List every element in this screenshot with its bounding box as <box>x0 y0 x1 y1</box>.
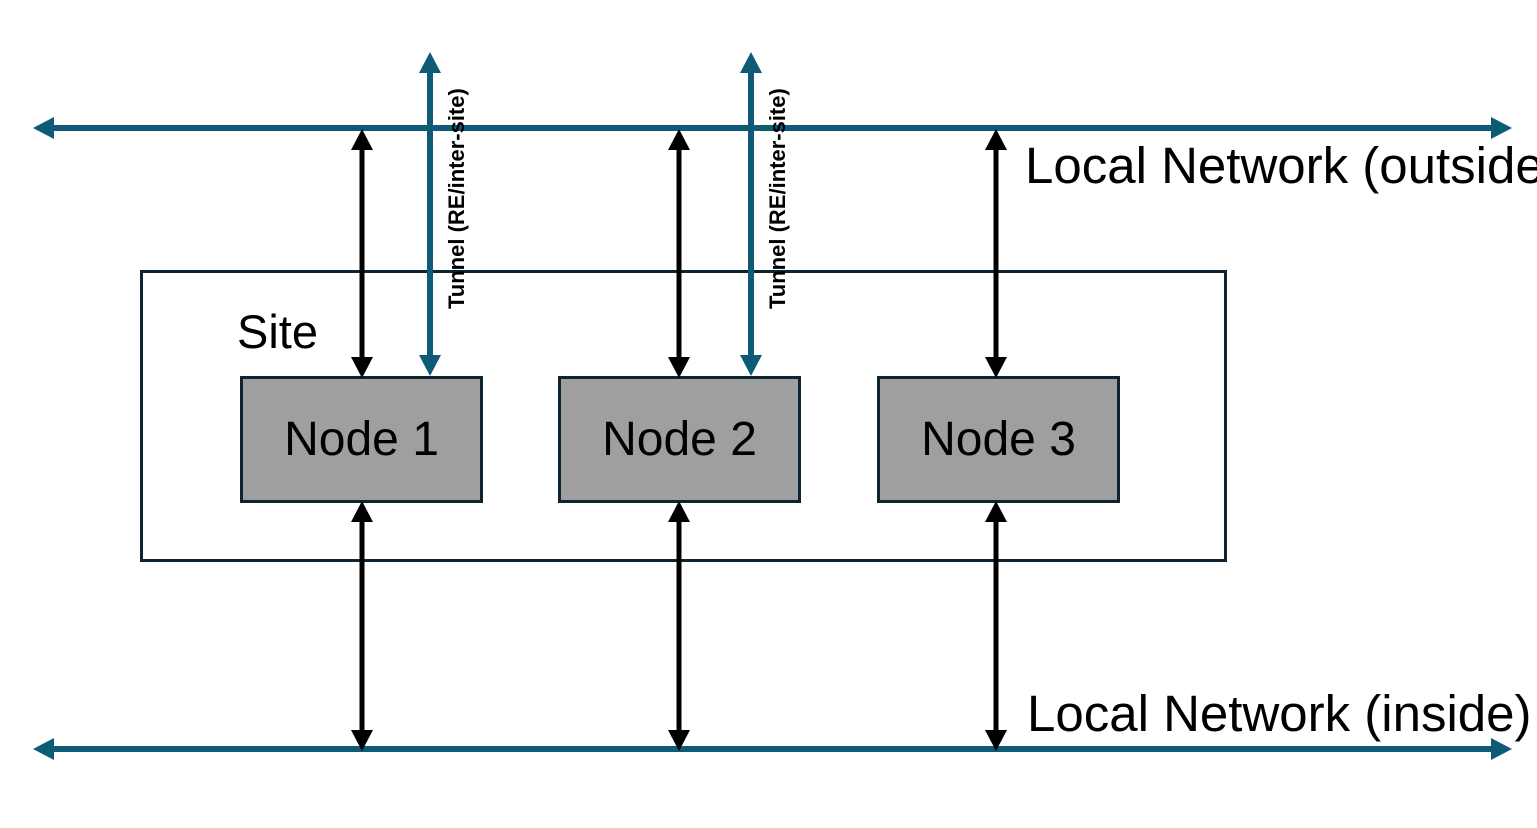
inside-network-line <box>33 737 1512 761</box>
tunnel-label-node-1: Tunnel (RE/inter-site) <box>444 88 469 309</box>
line-shaft <box>52 125 1493 131</box>
down-arrowhead-icon <box>985 730 1007 751</box>
line-shaft <box>359 519 365 733</box>
node-1-box: Node 1 <box>240 376 483 503</box>
line-shaft <box>748 70 754 358</box>
line-shaft <box>427 70 433 358</box>
node-2-label: Node 2 <box>602 413 757 466</box>
up-arrowhead-icon <box>351 129 373 150</box>
down-arrowhead-icon <box>419 355 441 376</box>
up-arrowhead-icon <box>419 52 441 73</box>
site-box <box>140 270 1227 562</box>
down-arrowhead-icon <box>351 730 373 751</box>
inside-network-label: Local Network (inside) <box>1027 685 1532 742</box>
node-3-outside-connector <box>984 129 1008 378</box>
tunnel-arrow-node-2 <box>739 52 763 376</box>
outside-network-line <box>33 116 1512 140</box>
up-arrowhead-icon <box>668 501 690 522</box>
node-1-inside-connector <box>350 501 374 751</box>
node-3-label: Node 3 <box>921 413 1076 466</box>
line-shaft <box>993 519 999 733</box>
down-arrowhead-icon <box>668 357 690 378</box>
outside-network-label: Local Network (outside) <box>1025 137 1537 194</box>
node-3-inside-connector <box>984 501 1008 751</box>
node-3-box: Node 3 <box>877 376 1120 503</box>
up-arrowhead-icon <box>351 501 373 522</box>
node-1-outside-connector <box>350 129 374 378</box>
site-label: Site <box>237 305 318 358</box>
down-arrowhead-icon <box>351 357 373 378</box>
line-shaft <box>993 147 999 360</box>
left-arrowhead-icon <box>33 117 54 139</box>
node-2-inside-connector <box>667 501 691 751</box>
up-arrowhead-icon <box>985 129 1007 150</box>
line-shaft <box>359 147 365 360</box>
node-2-box: Node 2 <box>558 376 801 503</box>
line-shaft <box>52 746 1493 752</box>
right-arrowhead-icon <box>1491 117 1512 139</box>
line-shaft <box>676 147 682 360</box>
down-arrowhead-icon <box>740 355 762 376</box>
line-shaft <box>676 519 682 733</box>
up-arrowhead-icon <box>740 52 762 73</box>
down-arrowhead-icon <box>985 357 1007 378</box>
node-2-outside-connector <box>667 129 691 378</box>
node-1-label: Node 1 <box>284 413 439 466</box>
left-arrowhead-icon <box>33 738 54 760</box>
down-arrowhead-icon <box>668 730 690 751</box>
up-arrowhead-icon <box>985 501 1007 522</box>
up-arrowhead-icon <box>668 129 690 150</box>
right-arrowhead-icon <box>1491 738 1512 760</box>
tunnel-arrow-node-1 <box>418 52 442 376</box>
tunnel-label-node-2: Tunnel (RE/inter-site) <box>765 88 790 309</box>
